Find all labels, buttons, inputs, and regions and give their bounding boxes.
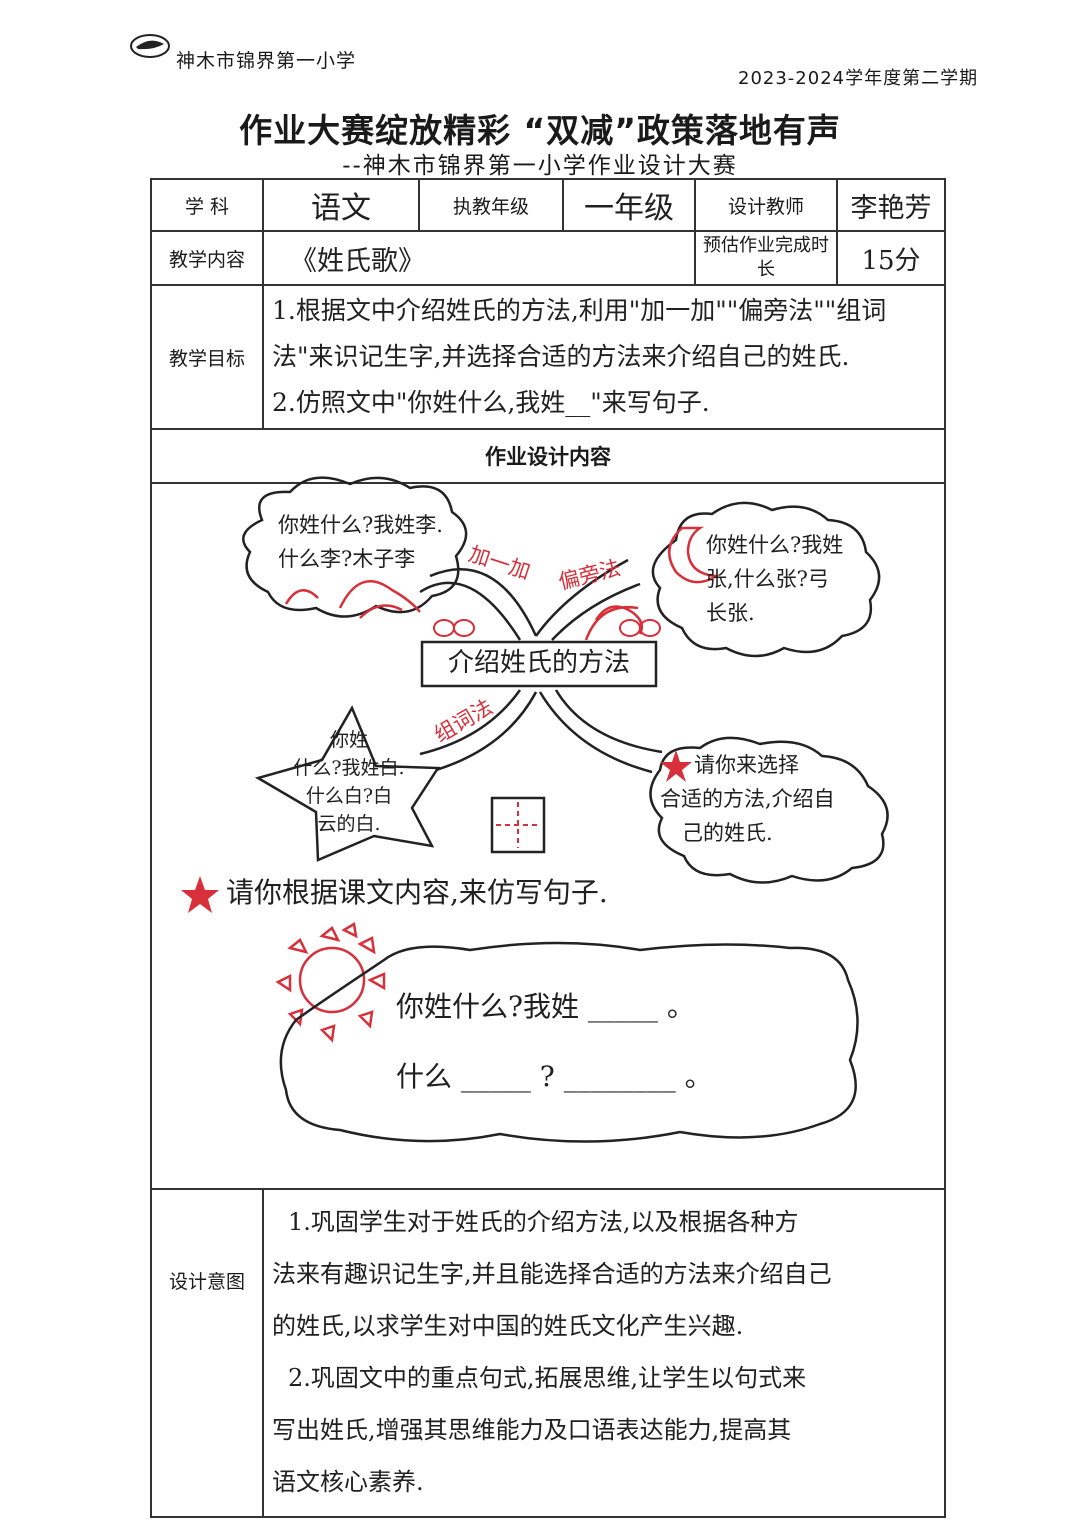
col-rule xyxy=(262,178,264,428)
branch-bottom-right xyxy=(538,689,663,774)
col-rule xyxy=(694,178,696,284)
cloud-line: 什么李?木子李 xyxy=(278,547,416,571)
branch-bottom-left xyxy=(419,689,538,772)
bow-right-icon xyxy=(619,619,661,637)
page-subtitle: --神木市锦界第一小学作业设计大赛 xyxy=(342,153,738,179)
grade-value: 一年级 xyxy=(584,191,674,226)
goal-line: 2.仿照文中"你姓什么,我姓__"来写句子. xyxy=(272,388,710,417)
content-value: 《姓氏歌》 xyxy=(290,245,425,277)
star-bottom-left-text: 你姓 什么?我姓白. 什么白?白 云的白. xyxy=(274,726,424,838)
exercise-instruction: 请你根据课文内容,来仿写句子. xyxy=(226,876,608,909)
school-name: 神木市锦界第一小学 xyxy=(176,50,357,72)
content-label: 教学内容 xyxy=(168,248,245,271)
homework-form xyxy=(150,178,946,1518)
star-icon xyxy=(181,876,219,913)
cloud-line: 己的姓氏. xyxy=(682,821,773,845)
row-rule xyxy=(150,284,946,286)
branch-top-right xyxy=(534,558,641,641)
exercise-cloud xyxy=(279,941,859,1143)
goal-text: 1.根据文中介绍姓氏的方法,利用"加一加""偏旁法""组词 法"来识记生字,并选… xyxy=(272,288,942,426)
cloud-line: 合适的方法,介绍自 xyxy=(660,787,835,811)
subject-label: 学 科 xyxy=(184,195,230,218)
grade-label: 执教年级 xyxy=(452,195,529,218)
cloud-bottom-right xyxy=(649,736,889,884)
row-rule xyxy=(150,1188,946,1190)
bow-left-icon xyxy=(433,619,475,637)
col-rule xyxy=(418,178,420,230)
exercise-line-1: 你姓什么?我姓 _____ 。 xyxy=(396,990,695,1023)
intent-text: 1.巩固学生对于姓氏的介绍方法,以及根据各种方 法来有趣识记生字,并且能选择合适… xyxy=(272,1196,942,1508)
row-rule xyxy=(150,482,946,484)
intent-line: 法来有趣识记生字,并且能选择合适的方法来介绍自己 xyxy=(272,1260,832,1288)
star-line: 你姓 xyxy=(329,729,368,751)
cloud-line: 请你来选择 xyxy=(694,753,799,777)
goal-line: 法"来识记生字,并选择合适的方法来介绍自己的姓氏. xyxy=(272,342,850,371)
intent-label: 设计意图 xyxy=(168,1270,245,1293)
intent-line: 的姓氏,以求学生对中国的姓氏文化产生兴趣. xyxy=(272,1312,744,1340)
branch-top-left xyxy=(419,568,538,641)
cloud-line: 张,什么张?弓 xyxy=(706,567,829,591)
center-label: 介绍姓氏的方法 xyxy=(447,648,630,678)
center-box xyxy=(420,640,658,688)
col-rule xyxy=(836,178,838,284)
intent-line: 写出姓氏,增强其思维能力及口语表达能力,提高其 xyxy=(272,1416,792,1444)
star-bottom-left xyxy=(254,705,441,862)
intent-line: 2.巩固文中的重点句式,拓展思维,让学生以句式来 xyxy=(288,1364,807,1392)
star-line: 云的白. xyxy=(317,813,381,835)
row-rule xyxy=(150,428,946,430)
intent-line: 语文核心素养. xyxy=(272,1468,424,1496)
subject-value: 语文 xyxy=(311,191,371,226)
row-rule xyxy=(150,230,946,232)
time-value: 15分 xyxy=(861,245,921,276)
cloud-bottom-right-text: 请你来选择 合适的方法,介绍自 己的姓氏. xyxy=(660,748,870,850)
star-icon xyxy=(660,750,692,782)
cloud-top-right-text: 你姓什么?我姓 张,什么张?弓 长张. xyxy=(706,528,874,630)
term-label: 2023-2024学年度第二学期 xyxy=(738,68,979,89)
design-header: 作业设计内容 xyxy=(485,445,611,469)
cloud-top-right xyxy=(651,501,881,658)
col-rule xyxy=(562,178,564,230)
cloud-line: 你姓什么?我姓 xyxy=(706,533,844,557)
star-line: 什么白?白 xyxy=(305,785,393,807)
time-label: 预估作业完成时长 xyxy=(703,235,829,280)
cloud-line: 你姓什么?我姓李. xyxy=(278,513,443,537)
col-rule xyxy=(262,1188,264,1518)
school-logo-icon xyxy=(130,34,170,58)
intent-line: 1.巩固学生对于姓氏的介绍方法,以及根据各种方 xyxy=(288,1208,799,1236)
goal-line: 1.根据文中介绍姓氏的方法,利用"加一加""偏旁法""组词 xyxy=(272,296,887,325)
teacher-label: 设计教师 xyxy=(727,195,804,218)
cloud-line: 长张. xyxy=(706,601,755,625)
swirl-left xyxy=(284,580,421,619)
goal-label: 教学目标 xyxy=(168,347,245,370)
moon-icon xyxy=(668,526,720,584)
swirl-right xyxy=(584,605,643,641)
exercise-line-2: 什么 _____ ? ________ 。 xyxy=(396,1060,713,1093)
page-title: 作业大赛绽放精彩 “双减”政策落地有声 xyxy=(239,111,841,150)
star-line: 什么?我姓白. xyxy=(293,757,405,779)
writing-grid xyxy=(490,796,546,854)
cloud-top-left-text: 你姓什么?我姓李. 什么李?木子李 xyxy=(278,508,448,576)
teacher-value: 李艳芳 xyxy=(850,192,932,224)
